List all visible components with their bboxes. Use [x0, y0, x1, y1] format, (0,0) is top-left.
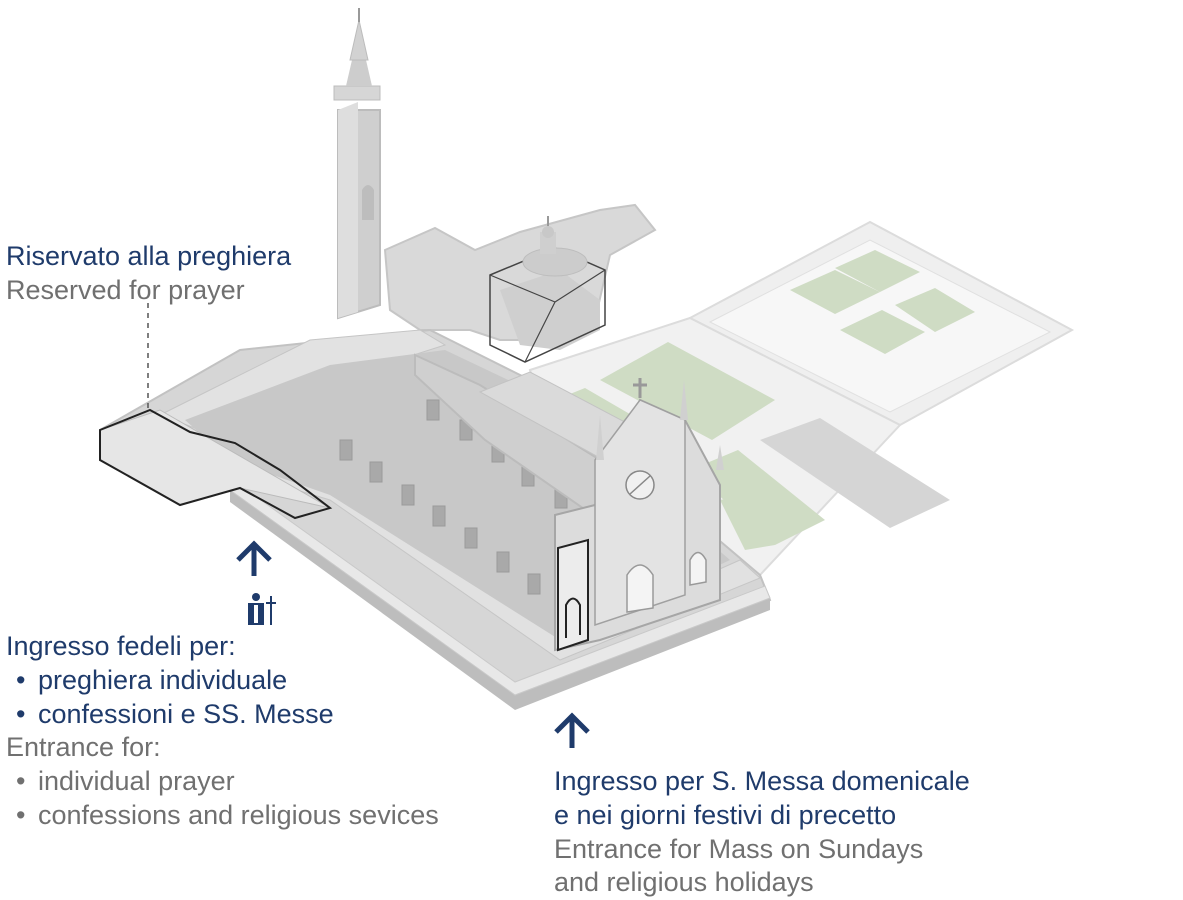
list-item: individual prayer	[6, 765, 439, 799]
faithful-entrance-title-english: Entrance for:	[6, 732, 161, 763]
list-item: confessioni e SS. Messe	[6, 698, 439, 732]
reserved-area-label: Riservato alla preghiera Reserved for pr…	[6, 240, 291, 308]
church-facade	[554, 378, 724, 652]
person-with-cross-icon	[248, 593, 276, 625]
mass-entrance-label: Ingresso per S. Messa domenicale e nei g…	[554, 765, 970, 900]
mass-entrance-italian-line1: Ingresso per S. Messa domenicale	[554, 766, 970, 796]
bell-tower	[333, 8, 381, 320]
mass-entrance-english-line1: Entrance for Mass on Sundays	[554, 833, 924, 864]
faithful-entrance-list-italian: preghiera individuale confessioni e SS. …	[6, 664, 439, 732]
list-item: confessions and religious sevices	[6, 799, 439, 833]
list-item: preghiera individuale	[6, 664, 439, 698]
reserved-label-italian: Riservato alla preghiera	[6, 241, 292, 271]
faithful-entrance-list-english: individual prayer confessions and religi…	[6, 765, 439, 833]
back-garden-plaza	[687, 220, 1075, 427]
reserved-label-english: Reserved for prayer	[6, 274, 245, 305]
faithful-entrance-title-italian: Ingresso fedeli per:	[6, 631, 236, 661]
up-arrow-icon	[554, 712, 590, 748]
rear-buildings	[383, 203, 657, 363]
mass-entrance-english-line2: and religious holidays	[554, 867, 814, 898]
up-arrow-icon	[236, 540, 272, 576]
faithful-entrance-label: Ingresso fedeli per: preghiera individua…	[6, 630, 439, 833]
mass-entrance-italian-line2: e nei giorni festivi di precetto	[554, 799, 897, 830]
